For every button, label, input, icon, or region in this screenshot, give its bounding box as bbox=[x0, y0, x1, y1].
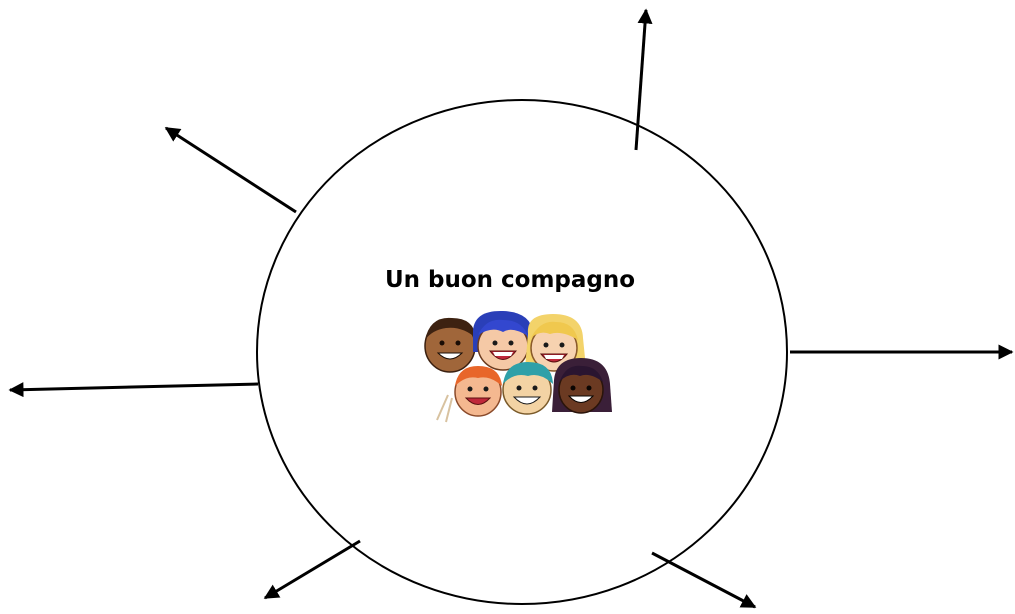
face-teal-hair bbox=[502, 362, 553, 415]
spoke-arrow-top bbox=[634, 8, 653, 151]
spoke-arrow-bottom-left bbox=[263, 539, 361, 600]
face-dark bbox=[552, 358, 612, 414]
face-orange-hair bbox=[436, 366, 502, 423]
spoke-arrow-top-left bbox=[164, 126, 297, 214]
spoke-arrow-bottom-right bbox=[651, 551, 757, 609]
children-faces-image bbox=[405, 310, 620, 425]
spoke-arrow-left bbox=[8, 382, 259, 398]
central-ellipse bbox=[256, 99, 788, 605]
face-blond-hair bbox=[525, 314, 586, 372]
face-brown bbox=[424, 317, 476, 373]
spoke-arrows bbox=[8, 8, 1014, 609]
center-title: Un buon compagno bbox=[385, 267, 635, 293]
face-blue-hair bbox=[473, 310, 533, 371]
